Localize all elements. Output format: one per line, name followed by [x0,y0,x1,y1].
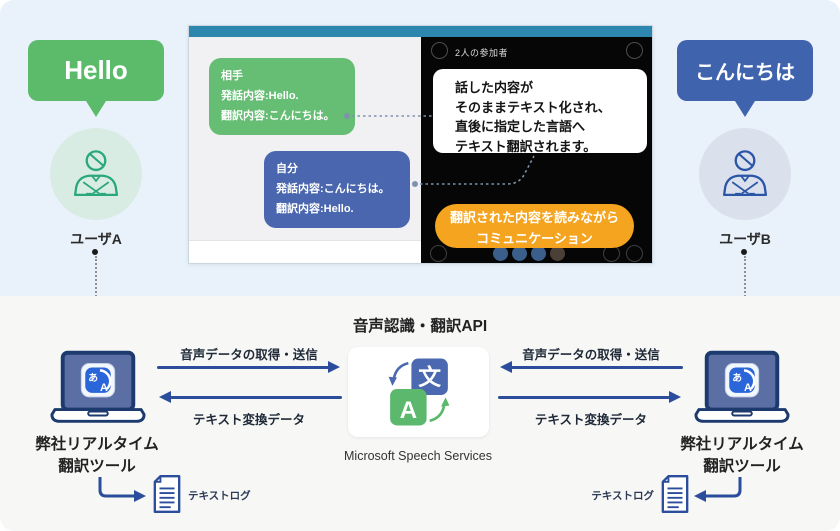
settings-icon[interactable] [626,42,643,59]
left-log-label: テキストログ [188,490,251,502]
app-icon-hiragana: あ [732,372,742,384]
tool-name-line: 弊社リアルタイム [680,436,804,453]
speech-services-card: 文 A [348,347,489,437]
translate-icon: 文 A [388,358,449,426]
call-control-icon[interactable] [531,246,546,261]
record-icon[interactable] [431,42,448,59]
callout-line: 直後に指定した言語へ [455,119,586,134]
app-icon-hiragana: あ [88,372,98,384]
connector-dot [92,249,98,255]
right-audio-arrow-label: 音声データの取得・送信 [522,348,660,362]
call-control-icon[interactable] [430,245,447,262]
app-icon-latin: A [100,382,108,394]
tool-name-line: 弊社リアルタイム [35,436,159,453]
window-titlebar [189,26,652,37]
explainer-callout: 話した内容が そのままテキスト化され、 直後に指定した言語へ テキスト翻訳されま… [433,69,647,154]
self-translation: 翻訳内容:Hello. [276,202,354,215]
transcript-input-area [189,240,421,263]
video-header: 2人の参加者 [421,37,652,63]
right-log-arrow [694,477,742,502]
call-control-icon[interactable] [550,246,565,261]
communication-banner: 翻訳された内容を読みながら コミュニケーション [435,204,634,248]
partner-message-bubble: 相手 発話内容:Hello. 翻訳内容:こんにちは。 [209,58,355,136]
banner-line: コミュニケーション [476,230,593,246]
right-log-label: テキストログ [591,490,654,502]
partner-speech: 発話内容:Hello. [221,89,299,102]
call-app-screenshot: 相手 発話内容:Hello. 翻訳内容:こんにちは。 自分 発話内容:こんにちは… [188,25,653,264]
video-panel: 2人の参加者 話した内容が そのままテキスト化され、 直後に指定した言語へ テキ… [421,37,652,263]
transcript-panel: 相手 発話内容:Hello. 翻訳内容:こんにちは。 自分 発話内容:こんにちは… [189,37,421,263]
user-a-label: ユーザA [70,231,122,247]
connector-dot [741,249,747,255]
right-text-arrow-label: テキスト変換データ [534,413,648,427]
participants-label: 2人の参加者 [455,48,509,58]
callout-line: テキスト翻訳されます。 [455,138,597,154]
self-speaker: 自分 [276,163,298,175]
top-section: Hello ユーザA こんにちは [0,0,840,296]
user-a-speech-bubble: Hello [28,40,164,101]
partner-translation: 翻訳内容:こんにちは。 [221,109,335,122]
left-text-arrow [159,391,342,403]
translate-icon-kanji: 文 [418,364,441,390]
left-audio-arrow [157,361,340,373]
right-audio-arrow [500,361,683,373]
self-speech: 発話内容:こんにちは。 [276,182,390,195]
callout-line: そのままテキスト化され、 [455,99,611,115]
user-a-speech-text: Hello [64,55,128,85]
left-log-arrow [98,477,146,502]
call-control-icon[interactable] [493,246,508,261]
api-title: 音声認識・翻訳API [352,318,488,335]
user-b-label: ユーザB [719,231,771,247]
person-icon [722,150,768,197]
user-b-avatar [699,128,791,220]
user-b-speech-text: こんにちは [695,62,795,84]
document-icon [153,475,181,513]
left-text-arrow-label: テキスト変換データ [192,413,306,427]
self-message-bubble: 自分 発話内容:こんにちは。 翻訳内容:Hello. [264,151,410,229]
call-control-icon[interactable] [626,245,643,262]
left-tool-name: 弊社リアルタイム 翻訳ツール [22,434,172,478]
callout-line: 話した内容が [455,80,534,95]
app-icon-latin: A [744,382,752,394]
right-text-arrow [498,391,681,403]
banner-line: 翻訳された内容を読みながら [449,210,619,225]
user-a-avatar [50,128,142,220]
call-control-icon[interactable] [512,246,527,261]
person-icon [73,150,119,197]
right-tool-name: 弊社リアルタイム 翻訳ツール [667,434,817,478]
api-caption: Microsoft Speech Services [344,449,492,463]
translate-icon-latin: A [399,397,417,424]
tool-name-line: 翻訳ツール [703,458,781,475]
laptop-icon: あ A [50,350,146,423]
user-b-speech-bubble: こんにちは [677,40,813,101]
partner-speaker: 相手 [221,70,243,82]
laptop-icon: あ A [694,350,790,423]
left-audio-arrow-label: 音声データの取得・送信 [180,348,318,362]
tool-name-line: 翻訳ツール [58,458,136,475]
document-icon [661,475,689,513]
